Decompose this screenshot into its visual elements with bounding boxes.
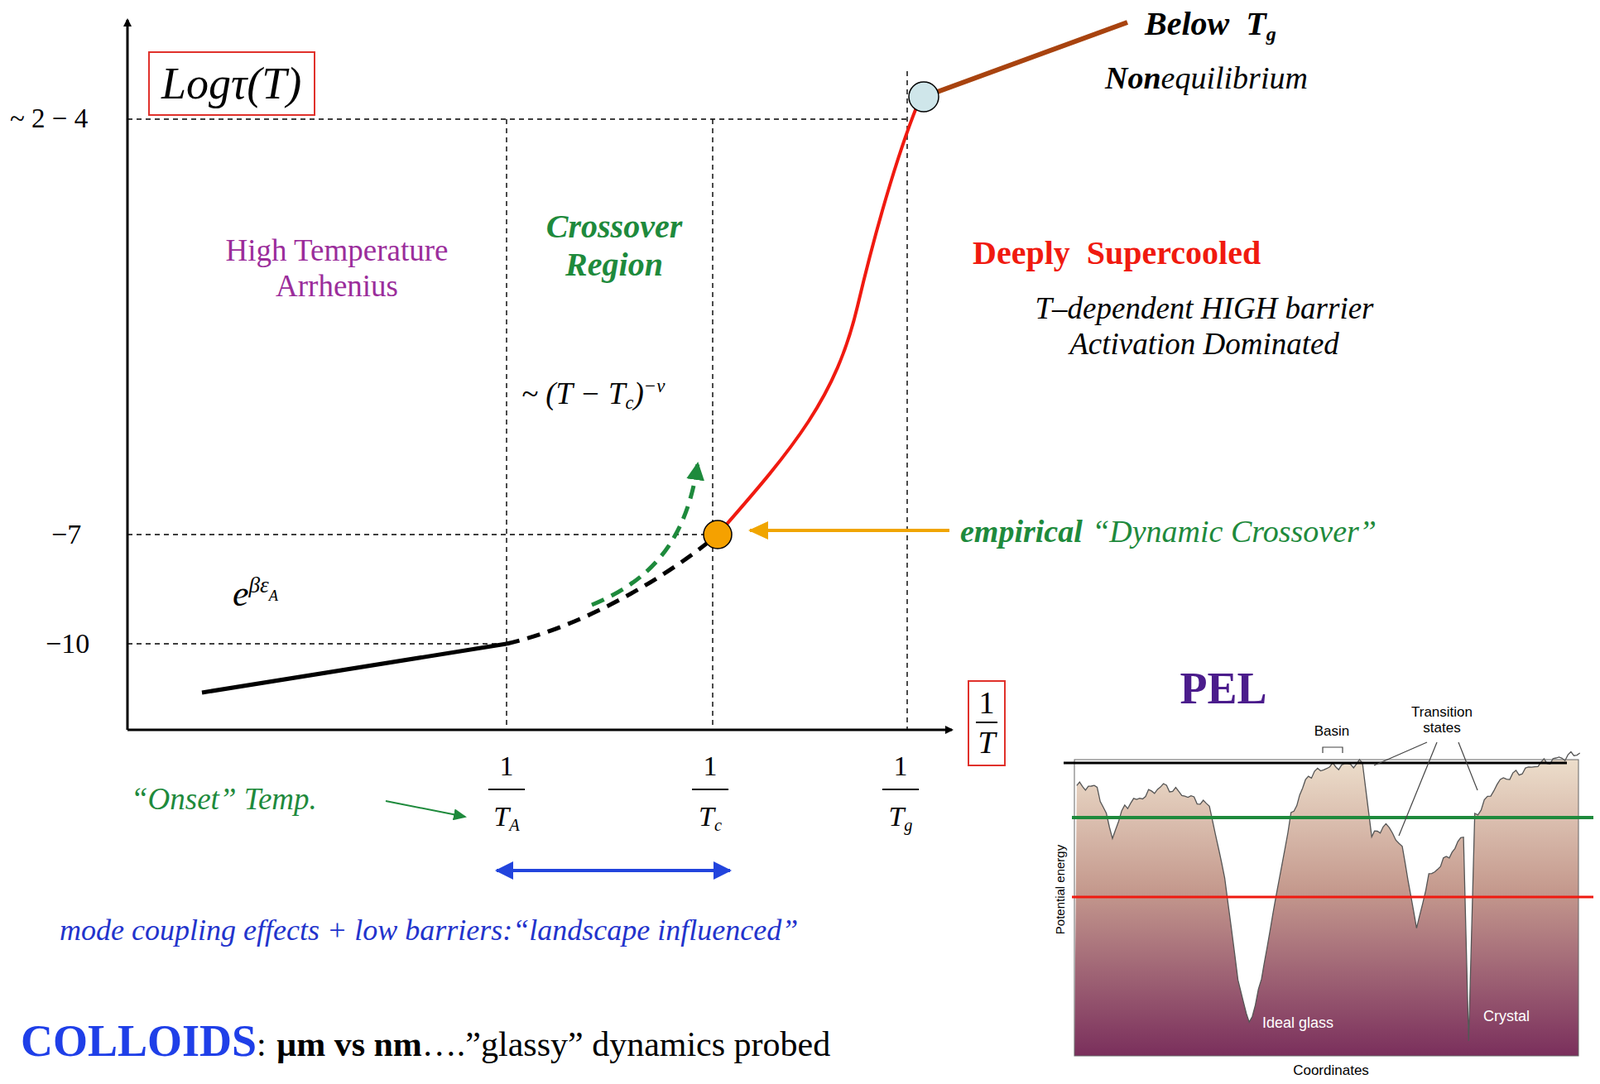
label-text: : [256, 1025, 267, 1064]
label-text: 1 [499, 750, 515, 782]
label-text: Potential energy [1052, 845, 1067, 935]
label-text: 1 [893, 750, 909, 782]
label-text: Below T [1144, 4, 1267, 43]
label-text: COLLOIDS [20, 1016, 257, 1067]
range-note: mode coupling effects + low barriers:“la… [59, 913, 798, 948]
label-text: Non [1105, 60, 1162, 96]
label-text: ….”glassy” dynamics probed [422, 1025, 831, 1064]
axis-tick: −7 [51, 518, 82, 551]
label-text: ~ 2 − 4 [9, 103, 88, 134]
label-text: g [903, 816, 913, 835]
colloids-note: COLLOIDS:μm vs nm….”glassy” dynamics pro… [20, 1015, 831, 1067]
inset-label: Transition states [1404, 705, 1480, 736]
inset-label: Ideal glass [1262, 1014, 1334, 1033]
axis-tick: −10 [45, 627, 90, 660]
label-text: c [714, 816, 722, 835]
axis-tick: 1 [499, 749, 515, 783]
label-text: Coordinates [1292, 1062, 1370, 1079]
inset-label: Basin [1314, 723, 1351, 740]
label-text: T [698, 801, 715, 832]
inset-axis-label: Potential energy [1052, 845, 1067, 935]
axis-title-box: Logτ(T) [148, 51, 316, 116]
label-text: g [1266, 23, 1277, 45]
regime-label: Nonequilibrium [1105, 60, 1308, 97]
label-text: Ideal glass [1262, 1014, 1334, 1032]
label-text: Basin [1314, 723, 1351, 740]
crossover-callout: empirical“Dynamic Crossover” [960, 514, 1377, 551]
axis-title: 1 [979, 685, 995, 722]
label-text: equilibrium [1161, 60, 1308, 96]
regime-label: Below Tg [1144, 4, 1277, 47]
axis-tick: 1 [893, 749, 909, 783]
label-text: βε [249, 572, 270, 598]
inset-axis-label: Coordinates [1292, 1062, 1370, 1080]
regime-label: High Temperature Arrhenius [171, 233, 503, 304]
axis-tick: TA [493, 800, 519, 837]
label-text: −ν [643, 375, 666, 397]
label-text: T [493, 801, 510, 832]
power-law-formula: ~ (T − Tc)−ν [521, 375, 665, 414]
axis-title: T [975, 721, 997, 762]
label-text: −7 [51, 518, 82, 550]
label-text: mode coupling effects + low barriers:“la… [59, 913, 798, 947]
onset-callout: “Onset” Temp. [130, 782, 318, 818]
label-text: High Temperature Arrhenius [225, 233, 449, 303]
label-text: A [269, 587, 279, 605]
label-text: T [888, 801, 904, 832]
label-text: Deeply Supercooled [972, 234, 1261, 272]
arrhenius-formula: eβεA [232, 572, 279, 616]
label-text: Crossover Region [546, 207, 683, 284]
label-text: “Onset” Temp. [130, 782, 318, 817]
axis-tick: Tc [698, 800, 722, 837]
label-text: ) [633, 376, 644, 411]
regime-label: Deeply Supercooled [972, 234, 1261, 273]
regime-label: Crossover Region [510, 207, 718, 284]
label-text: PEL [1179, 663, 1267, 714]
axis-tick: Tg [888, 800, 913, 837]
label-text: 1 [703, 750, 718, 782]
label-text: Crystal [1483, 1008, 1530, 1025]
label-text: “Dynamic Crossover” [1091, 514, 1377, 549]
axis-tick: ~ 2 − 4 [9, 103, 88, 135]
label-text: ~ (T − T [521, 376, 626, 411]
inset-label: Crystal [1483, 1008, 1530, 1026]
axis-tick: 1 [703, 749, 718, 783]
label-text: A [509, 816, 519, 835]
regime-note: T–dependent HIGH barrier Activation Domi… [972, 291, 1437, 362]
label-text: empirical [960, 514, 1083, 549]
label-text: T–dependent HIGH barrier Activation Domi… [1034, 291, 1374, 361]
label-text: e [232, 573, 250, 615]
axis-title: Logτ(T) [161, 58, 302, 109]
label-text: Transition states [1411, 704, 1473, 736]
inset-title: PEL [1179, 663, 1267, 715]
label-text: μm vs nm [276, 1025, 423, 1064]
axis-title-box: 1T [967, 680, 1006, 767]
label-text: c [625, 392, 635, 414]
label-text: −10 [45, 628, 90, 659]
